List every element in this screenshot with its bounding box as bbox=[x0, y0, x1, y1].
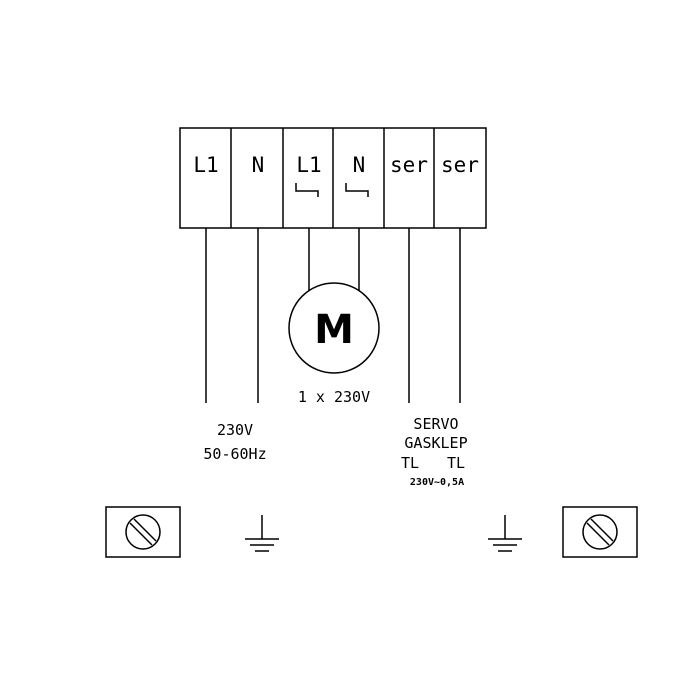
terminal-label-switched-l1: L1 bbox=[296, 153, 321, 177]
terminal-label-switched-n: N bbox=[353, 153, 366, 177]
supply-voltage: 230V bbox=[217, 421, 253, 439]
terminal-block: L1 N L1 N ser ser bbox=[179, 127, 487, 229]
motor: M bbox=[288, 282, 380, 374]
wires bbox=[205, 228, 461, 403]
terminal-label-n: N bbox=[252, 153, 265, 177]
servo-rating: 230V~0,5A bbox=[410, 477, 464, 488]
switch-contact-icon bbox=[295, 183, 319, 197]
screw-terminal-left bbox=[105, 506, 181, 558]
servo-tl-right: TL bbox=[447, 454, 465, 472]
servo-gasklep-label: GASKLEP bbox=[404, 434, 467, 452]
terminal-label-ser: ser bbox=[390, 153, 428, 177]
terminal-label-ser: ser bbox=[441, 153, 479, 177]
screw-terminal-box bbox=[562, 506, 638, 558]
supply-frequency: 50-60Hz bbox=[203, 445, 266, 463]
screw-terminal-box bbox=[105, 506, 181, 558]
motor-symbol: M bbox=[314, 307, 354, 353]
ground-right bbox=[488, 515, 522, 552]
screw-slot bbox=[133, 518, 157, 542]
screw-slot bbox=[586, 522, 610, 546]
screw-terminal-icon bbox=[582, 514, 618, 550]
switch-contact-icon bbox=[345, 183, 369, 197]
terminal-label-l1: L1 bbox=[193, 153, 218, 177]
screw-terminal-right bbox=[562, 506, 638, 558]
screw-slot bbox=[590, 518, 614, 542]
motor-rating: 1 x 230V bbox=[298, 388, 370, 406]
screw-slot bbox=[129, 522, 153, 546]
servo-tl-left: TL bbox=[401, 454, 419, 472]
ground-left bbox=[245, 515, 279, 552]
motor-icon bbox=[288, 282, 380, 374]
screw-terminal-icon bbox=[125, 514, 161, 550]
servo-label: SERVO bbox=[413, 415, 458, 433]
